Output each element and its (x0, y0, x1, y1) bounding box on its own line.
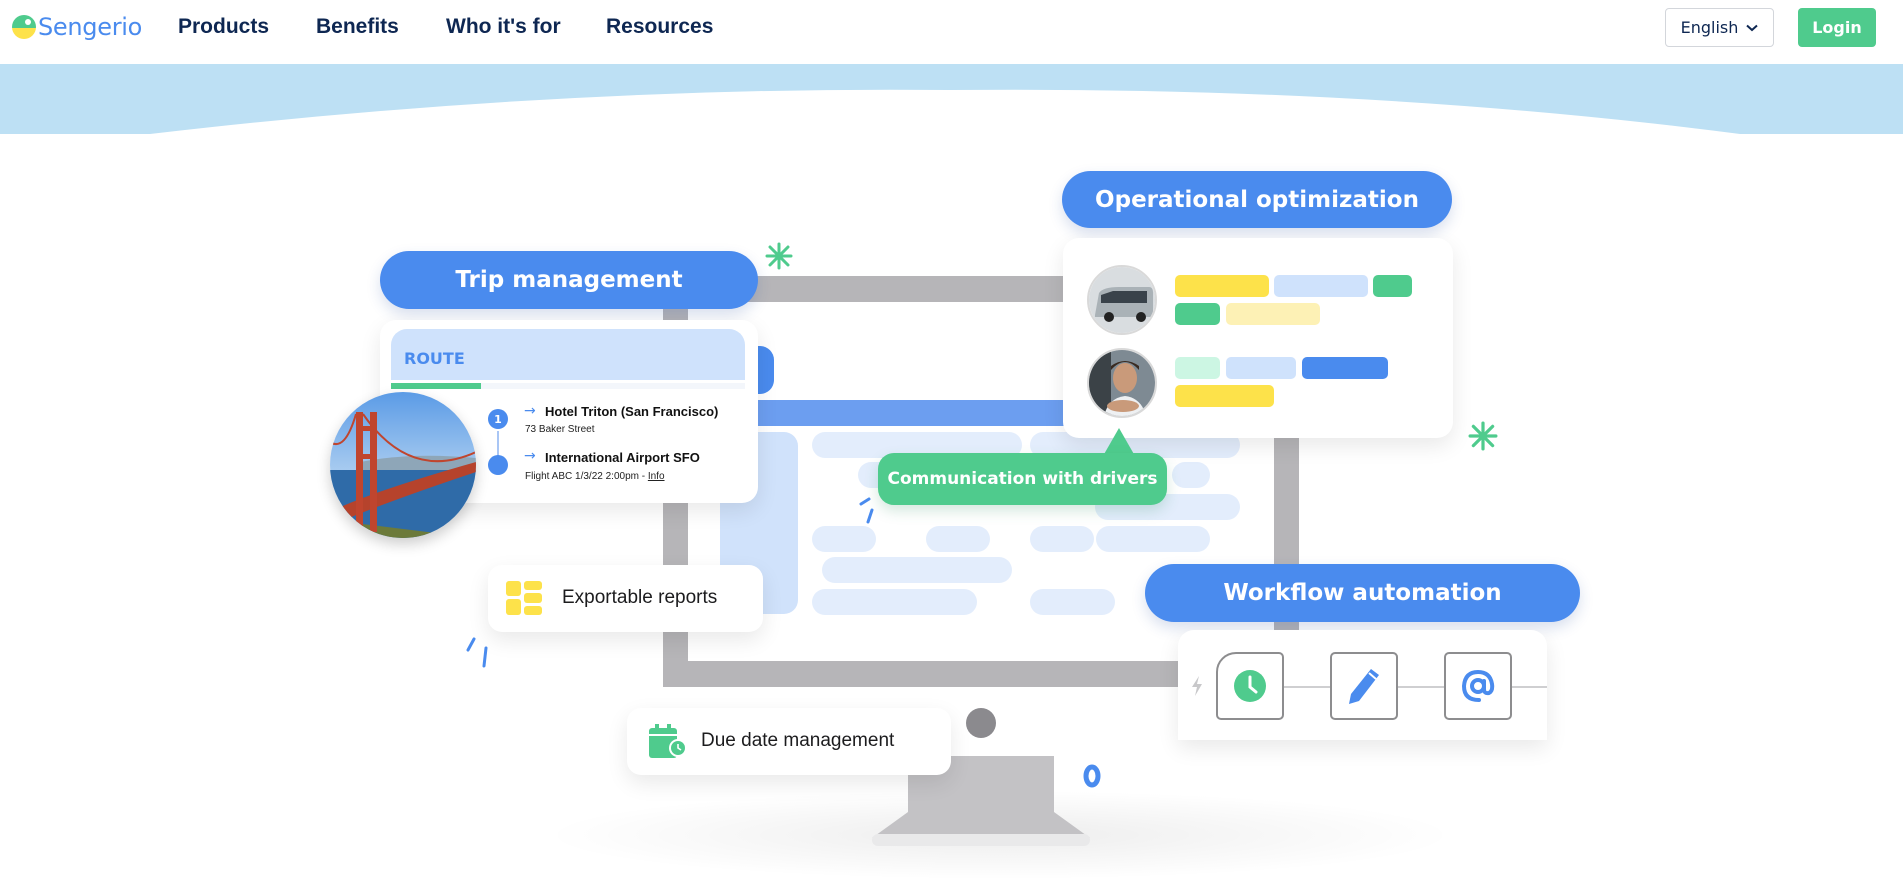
workflow-node-clock[interactable] (1216, 652, 1284, 720)
pencil-icon (1349, 669, 1379, 704)
monitor-camera (966, 708, 996, 738)
monitor-base (872, 812, 1090, 846)
stop-detail: 73 Baker Street (525, 424, 595, 435)
login-button[interactable]: Login (1798, 8, 1876, 47)
at-sign-icon (1461, 669, 1495, 702)
status-chip (1302, 357, 1388, 379)
arrow-right-icon: → (524, 403, 536, 419)
accent-strokes-icon (466, 637, 488, 668)
skeleton-line (812, 526, 876, 552)
workflow-connector (1512, 686, 1547, 688)
status-chip (1175, 303, 1220, 325)
calendar-clock-icon (649, 724, 687, 758)
nav-link-resources[interactable]: Resources (606, 15, 714, 38)
chevron-down-icon (1746, 24, 1759, 31)
status-chip (1175, 385, 1274, 407)
logo[interactable]: Sengerio (12, 11, 142, 43)
nav-link-benefits[interactable]: Benefits (316, 15, 399, 38)
driver-avatar (1087, 348, 1157, 418)
logo-mark-icon (12, 15, 36, 39)
stop-name: Hotel Triton (San Francisco) (545, 404, 719, 419)
workflow-node-edit[interactable] (1330, 652, 1398, 720)
language-value: English (1680, 18, 1739, 37)
stop-connector (497, 431, 499, 457)
status-chip (1274, 275, 1368, 297)
skeleton-line (822, 557, 1012, 583)
due-date-label: Due date management (701, 730, 895, 751)
workflow-connector (1398, 686, 1444, 688)
clock-icon (1234, 670, 1266, 702)
nav-link-products[interactable]: Products (178, 15, 270, 38)
ring-icon (1083, 764, 1101, 788)
stop-dot (488, 455, 508, 475)
status-chip (1175, 275, 1269, 297)
skeleton-line (1030, 589, 1115, 615)
skeleton-line (812, 589, 977, 615)
operational-optimization-pill: Operational optimization (1062, 171, 1452, 228)
due-date-card: Due date management (627, 708, 951, 775)
speech-tail (1103, 428, 1135, 456)
route-progress-bar (391, 383, 481, 389)
logo-text: Sengerio (38, 13, 143, 41)
stop-number-badge: 1 (488, 409, 508, 429)
grid-report-icon (506, 581, 542, 615)
status-chip (1373, 275, 1412, 297)
sparkle-icon (765, 242, 793, 270)
route-title: ROUTE (404, 349, 465, 368)
lightning-icon (1192, 676, 1202, 696)
skeleton-line (1096, 526, 1210, 552)
communication-with-drivers-pill: Communication with drivers (878, 453, 1167, 505)
bus-avatar (1087, 265, 1157, 335)
band-arc (150, 89, 1740, 134)
workflow-connector (1284, 686, 1330, 688)
stop-name: International Airport SFO (545, 450, 700, 465)
skeleton-line (1172, 462, 1210, 488)
golden-gate-photo (330, 392, 476, 538)
skeleton-line (1030, 526, 1094, 552)
exportable-reports-card: Exportable reports (488, 565, 763, 632)
exportable-reports-label: Exportable reports (562, 587, 718, 608)
info-link[interactable]: Info (647, 471, 665, 482)
status-chip (1175, 357, 1220, 379)
workflow-node-email[interactable] (1444, 652, 1512, 720)
workflow-automation-pill: Workflow automation (1145, 564, 1580, 622)
top-nav: Sengerio Products Benefits Who it's for … (0, 0, 1903, 64)
sparkle-icon (1468, 421, 1498, 451)
skeleton-line (926, 526, 990, 552)
trip-management-pill: Trip management (380, 251, 758, 309)
route-progress-track (481, 383, 745, 389)
arrow-right-icon: → (524, 448, 536, 464)
accent-strokes-icon (859, 497, 874, 524)
stop-detail: Flight ABC 1/3/22 2:00pm - Info (525, 471, 665, 482)
hero-band (0, 64, 1903, 134)
status-chip (1226, 303, 1320, 325)
nav-link-who-its-for[interactable]: Who it's for (446, 15, 561, 38)
status-chip (1226, 357, 1296, 379)
flight-info-text: Flight ABC 1/3/22 2:00pm - (525, 471, 648, 482)
route-card-header (391, 329, 745, 380)
language-select[interactable]: English (1665, 8, 1774, 47)
